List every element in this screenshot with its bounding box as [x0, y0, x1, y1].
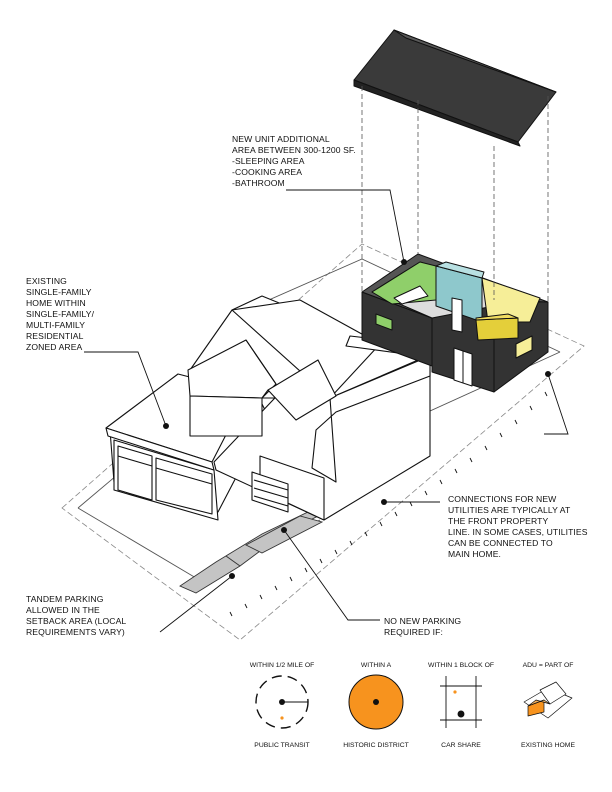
tandem-parking-line: TANDEM PARKING	[26, 594, 104, 604]
condition-bottom-caption: PUBLIC TRANSIT	[254, 742, 310, 749]
utilities-line: CONNECTIONS FOR NEW	[448, 494, 557, 504]
condition-top-caption: WITHIN 1/2 MILE OF	[249, 662, 315, 669]
projection-lines	[361, 86, 549, 302]
tandem-parking-area	[179, 511, 324, 594]
condition-bottom-caption: CAR SHARE	[441, 742, 481, 749]
existing-home-line: HOME WITHIN	[26, 298, 86, 308]
no-parking-label: NO NEW PARKING REQUIRED IF:	[384, 616, 461, 638]
existing-home-label: EXISTING SINGLE-FAMILY HOME WITHIN SINGL…	[26, 276, 94, 353]
condition-top-caption: ADU = PART OF	[522, 662, 574, 669]
utilities-line: UTILITIES ARE TYPICALLY AT	[448, 505, 571, 515]
car-share-block-icon	[440, 676, 482, 728]
condition-top-caption: WITHIN A	[360, 662, 392, 669]
utilities-line: MAIN HOME.	[448, 549, 502, 559]
adu-roof	[353, 29, 557, 147]
utilities-line: LINE. IN SOME CASES, UTILITIES	[448, 527, 588, 537]
existing-home	[105, 295, 431, 521]
existing-home-line: EXISTING	[26, 276, 67, 286]
utilities-line: THE FRONT PROPERTY	[448, 516, 549, 526]
existing-home-line: SINGLE-FAMILY/	[26, 309, 95, 319]
new-unit-line: AREA BETWEEN 300-1200 SF.	[232, 145, 356, 155]
existing-home-line: MULTI-FAMILY	[26, 320, 86, 330]
new-unit-line: -SLEEPING AREA	[232, 156, 305, 166]
new-unit-line: NEW UNIT ADDITIONAL	[232, 134, 330, 144]
adu-part-of-home-icon	[523, 681, 573, 719]
tandem-parking-label: TANDEM PARKING ALLOWED IN THE SETBACK AR…	[26, 594, 126, 638]
no-parking-line: NO NEW PARKING	[384, 616, 462, 626]
new-unit-label: NEW UNIT ADDITIONAL AREA BETWEEN 300-120…	[232, 134, 356, 189]
historic-district-icon	[348, 674, 404, 730]
no-parking-line: REQUIRED IF:	[384, 627, 443, 637]
utilities-line: CAN BE CONNECTED TO	[448, 538, 553, 548]
tandem-parking-line: REQUIREMENTS VARY)	[26, 627, 125, 637]
leader-dots	[163, 259, 551, 579]
condition-bottom-caption: HISTORIC DISTRICT	[343, 742, 409, 749]
adu-unit	[361, 253, 549, 393]
transit-radius-icon	[255, 675, 309, 729]
condition-bottom-caption: EXISTING HOME	[520, 742, 575, 749]
new-unit-line: -COOKING AREA	[232, 167, 303, 177]
leader-lines	[84, 189, 569, 633]
new-unit-line: -BATHROOM	[232, 178, 285, 188]
existing-home-line: SINGLE-FAMILY	[26, 287, 92, 297]
tandem-parking-line: ALLOWED IN THE	[26, 605, 100, 615]
existing-home-line: ZONED AREA	[26, 342, 83, 352]
existing-home-line: RESIDENTIAL	[26, 331, 84, 341]
tandem-parking-line: SETBACK AREA (LOCAL	[26, 616, 127, 626]
front-property-line	[229, 391, 548, 617]
condition-top-caption: WITHIN 1 BLOCK OF	[427, 662, 495, 669]
utilities-label: CONNECTIONS FOR NEW UTILITIES ARE TYPICA…	[448, 494, 588, 560]
